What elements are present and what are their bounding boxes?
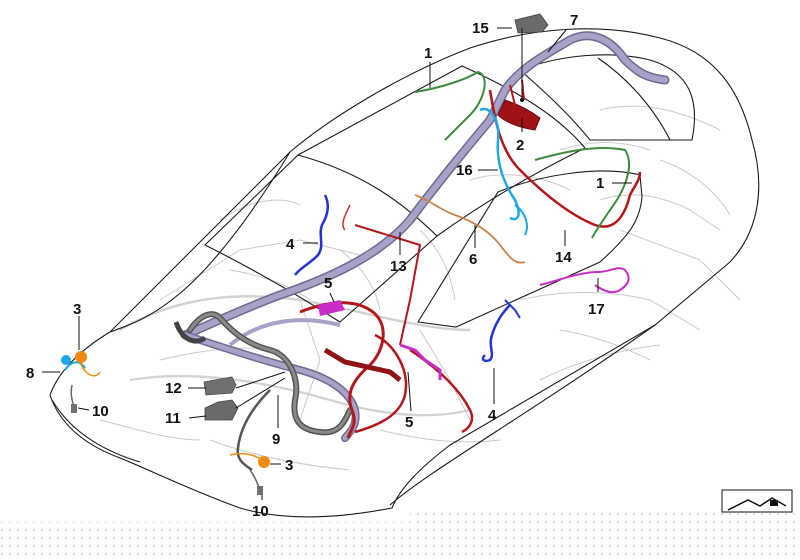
callout-8: 8 (26, 365, 34, 382)
red-harnesses (299, 79, 642, 439)
callout-labels: 1 1 2 3 3 4 4 5 5 6 7 8 9 10 10 11 12 13… (26, 12, 605, 520)
callout-3-front-right: 3 (285, 457, 293, 474)
component-11-bracket (204, 399, 239, 421)
callout-1-rear: 1 (596, 175, 604, 192)
sensor-orange-icon (75, 351, 87, 363)
callout-16: 16 (456, 162, 473, 179)
callout-1-top: 1 (424, 45, 432, 62)
sensor-cyan-icon (61, 355, 71, 365)
cyan-harness (479, 107, 528, 236)
magenta-harnesses (318, 267, 630, 380)
front-left-sensor-parts (61, 351, 101, 413)
callout-14: 14 (555, 249, 572, 266)
orange-harness (414, 194, 526, 264)
callout-13: 13 (390, 258, 407, 275)
callout-10-left: 10 (92, 403, 109, 420)
front-right-sensor-parts (229, 453, 270, 495)
component-12-bracket (203, 376, 237, 396)
callout-17: 17 (588, 301, 605, 318)
callout-5-bottom: 5 (405, 414, 413, 431)
callout-4-right: 4 (488, 407, 497, 424)
dotted-background-band (0, 512, 800, 560)
vehicle-orientation-icon (721, 489, 793, 513)
vehicle-interior-ghost (99, 105, 741, 471)
callout-11: 11 (165, 410, 181, 427)
engine-harness (173, 311, 353, 472)
component-15-cover (514, 13, 549, 34)
callout-12: 12 (165, 380, 182, 397)
callout-7: 7 (570, 12, 578, 29)
callout-2: 2 (516, 137, 524, 154)
blue-harnesses (293, 194, 521, 363)
leader-lines (42, 27, 632, 500)
callout-9: 9 (272, 431, 280, 448)
callout-4-left: 4 (286, 236, 295, 253)
callout-15: 15 (472, 20, 489, 37)
green-harnesses (414, 70, 630, 239)
callout-10-bottom: 10 (252, 503, 269, 520)
callout-3-front-left: 3 (73, 301, 81, 318)
callout-6: 6 (469, 251, 477, 268)
callout-5-top: 5 (324, 275, 332, 292)
